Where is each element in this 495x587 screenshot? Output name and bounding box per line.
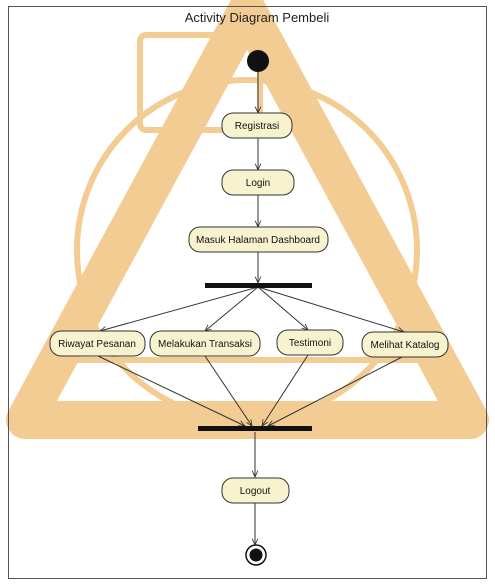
activity-login-label: Login xyxy=(246,178,270,189)
join-bar xyxy=(198,426,312,431)
edge-riwayat-join xyxy=(97,355,245,427)
activity-logout: Logout xyxy=(221,477,290,504)
activity-transaksi-label: Melakukan Transaksi xyxy=(158,339,252,350)
activity-dashboard: Masuk Halaman Dashboard xyxy=(188,226,329,253)
connectors xyxy=(97,72,404,545)
activity-registrasi: Registrasi xyxy=(221,112,293,139)
edge-fork-testimoni xyxy=(257,286,308,330)
activity-logout-label: Logout xyxy=(240,486,271,497)
edge-transaksi-join xyxy=(204,355,252,426)
activity-testimoni-label: Testimoni xyxy=(289,338,331,349)
activity-login: Login xyxy=(221,169,295,196)
edge-katalog-join xyxy=(268,356,403,426)
diagram-border xyxy=(8,6,487,579)
activity-katalog-label: Melihat Katalog xyxy=(371,340,440,351)
activity-transaksi: Melakukan Transaksi xyxy=(149,330,261,357)
activity-katalog: Melihat Katalog xyxy=(361,331,449,358)
watermark-logo xyxy=(6,0,489,439)
diagram-title: Activity Diagram Pembeli xyxy=(185,10,330,25)
activity-testimoni: Testimoni xyxy=(276,329,344,356)
activity-riwayat-label: Riwayat Pesanan xyxy=(58,339,136,350)
activity-registrasi-label: Registrasi xyxy=(235,121,279,132)
edge-fork-transaksi xyxy=(205,286,259,331)
activity-dashboard-label: Masuk Halaman Dashboard xyxy=(196,235,320,246)
initial-node xyxy=(247,50,269,72)
edge-fork-riwayat xyxy=(100,286,259,331)
activity-riwayat: Riwayat Pesanan xyxy=(49,330,146,357)
fork-bar xyxy=(205,283,312,288)
edge-testimoni-join xyxy=(262,354,309,426)
edge-fork-katalog xyxy=(257,286,404,332)
final-node xyxy=(245,544,267,566)
